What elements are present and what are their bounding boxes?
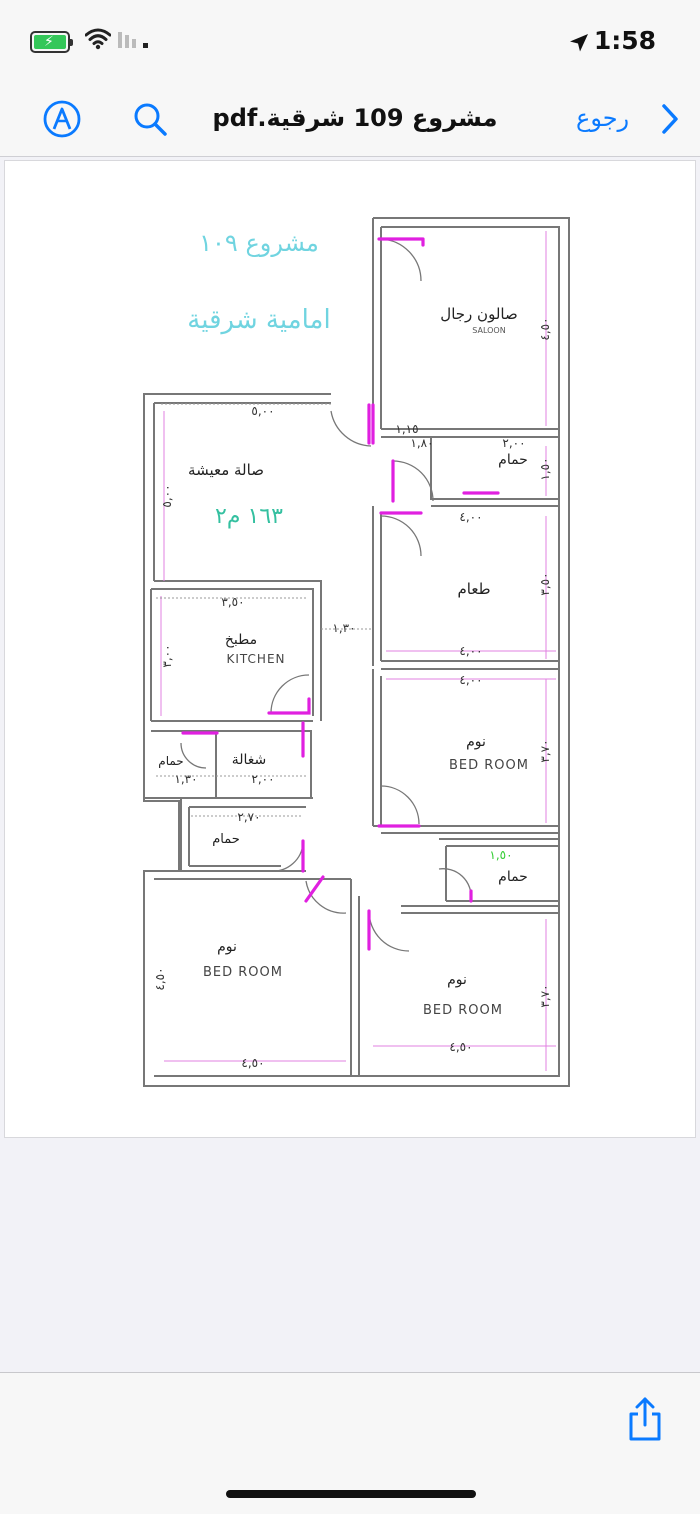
label-bedroom-3-en: BED ROOM	[423, 1003, 503, 1018]
status-time: 1:58	[593, 26, 656, 55]
chevron-right-icon	[662, 104, 678, 134]
dim-kitchen-height: ٣,٠٠	[160, 644, 174, 667]
document-page[interactable]: مشروع ١٠٩ امامية شرقية ١٦٣ م٢ صالون رجال…	[4, 160, 696, 1138]
label-laundry: شغالة	[232, 752, 267, 768]
dim-bedroom-1-height: ٣,٧٠	[538, 739, 552, 762]
share-icon[interactable]	[623, 1395, 667, 1443]
dim-dining-width: ٤,٠٠	[459, 510, 482, 524]
floor-plan: مشروع ١٠٩ امامية شرقية ١٦٣ م٢ صالون رجال…	[143, 217, 570, 1087]
dim-door-2: ١,٨٠	[410, 436, 433, 450]
back-label: رجوع	[576, 104, 630, 132]
dim-laundry-width: ٢,٠٠	[251, 772, 274, 786]
label-living: صالة معيشة	[188, 461, 264, 479]
cellular-signal-icon	[118, 32, 148, 48]
dim-door-1: ١,١٥	[395, 422, 418, 436]
back-button[interactable]: رجوع	[570, 100, 680, 138]
dim-bath-3-width: ٢,٧٠	[237, 810, 260, 824]
label-bedroom-3: نوم	[447, 972, 467, 988]
navigation-bar	[0, 84, 700, 157]
battery-icon: ⚡	[30, 31, 73, 53]
dim-bath-1-height: ١,٥٠	[538, 457, 552, 480]
label-bath-4: حمام	[498, 869, 528, 885]
label-kitchen: مطبخ	[225, 632, 257, 648]
dim-bedroom-2-width: ٤,٥٠	[241, 1056, 264, 1070]
label-dining: طعام	[457, 580, 490, 598]
label-majlis-en: SALOON	[472, 326, 505, 335]
dim-bath-2-width: ١,٣٠	[174, 772, 197, 786]
dim-dining-height: ٣,٥٠	[538, 572, 552, 595]
document-title: مشروع 109 شرقية.pdf	[212, 104, 498, 132]
dim-bath-4-width: ١,٥٠	[489, 848, 512, 862]
label-bedroom-2: نوم	[217, 939, 237, 955]
home-indicator[interactable]	[226, 1490, 476, 1498]
dim-bath-1-width: ٢,٠٠	[502, 436, 525, 450]
label-bath-2: حمام	[158, 754, 183, 768]
markup-pen-icon[interactable]	[42, 99, 82, 139]
label-bedroom-1-en: BED ROOM	[449, 758, 529, 773]
plan-project-title: مشروع ١٠٩	[199, 229, 319, 257]
wifi-icon	[85, 28, 111, 50]
label-bedroom-2-en: BED ROOM	[203, 965, 283, 980]
dim-bedroom-3-height: ٣,٧٠	[538, 984, 552, 1007]
label-majlis: صالون رجال	[440, 305, 517, 323]
location-arrow-icon	[570, 34, 588, 52]
plan-orientation: امامية شرقية	[187, 305, 330, 335]
label-kitchen-en: KITCHEN	[227, 652, 286, 666]
label-bath-3: حمام	[212, 832, 240, 847]
dim-kitchen-width: ٣,٥٠	[221, 595, 244, 609]
plan-area: ١٦٣ م٢	[215, 504, 283, 529]
dim-bedroom-3-width: ٤,٥٠	[449, 1040, 472, 1054]
dim-living-height: ٥,٠٠	[160, 484, 174, 507]
label-bath-1: حمام	[498, 452, 528, 468]
label-bedroom-1: نوم	[466, 734, 486, 750]
dim-majlis-height: ٤,٥٠	[538, 317, 552, 340]
dim-bedroom-1-width: ٤,٠٠	[459, 673, 482, 687]
search-icon[interactable]	[130, 99, 170, 139]
dim-corridor-width: ١,٣٠	[332, 621, 355, 635]
dim-dining-bottom: ٤,٠٠	[459, 644, 482, 658]
dim-living-width: ٥,٠٠	[251, 404, 274, 418]
dim-bedroom-2-height: ٤,٥٠	[153, 967, 167, 990]
